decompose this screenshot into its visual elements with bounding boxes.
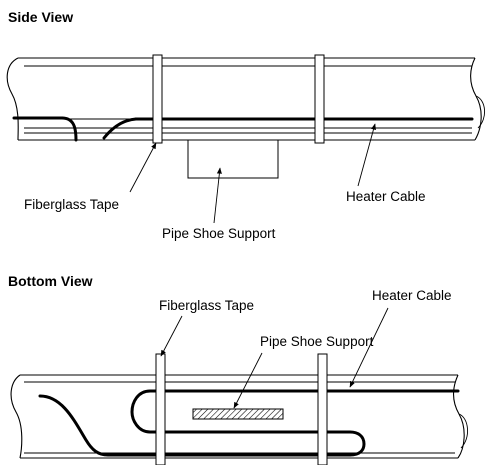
bottom-tape-leader [160, 315, 183, 357]
bottom-pipe-shoe-label: Pipe Shoe Support [260, 334, 374, 349]
bottom-pipe [10, 374, 468, 459]
bottom-heater-cable [38, 389, 460, 457]
side-pipe-shoe [187, 139, 279, 179]
bottom-heater-cable-label: Heater Cable [372, 288, 452, 303]
bottom-fiberglass-tape-label: Fiberglass Tape [159, 298, 254, 313]
bottom-shoe-leader [233, 352, 263, 409]
side-tape-leader [129, 142, 157, 193]
side-view: Side View [6, 9, 485, 241]
bottom-tape-band-left [155, 353, 166, 466]
side-tape-band-right [314, 54, 325, 144]
side-pipe [6, 57, 485, 141]
side-pipe-shoe-label: Pipe Shoe Support [162, 226, 276, 241]
side-cable-leader [357, 123, 376, 187]
bottom-view-heading: Bottom View [8, 273, 93, 289]
side-heater-cable [12, 116, 474, 142]
side-view-heading: Side View [8, 9, 73, 25]
bottom-tape-band-right [317, 353, 328, 466]
side-tape-band-left [152, 54, 163, 144]
bottom-cable-leader [349, 307, 389, 388]
side-fiberglass-tape-label: Fiberglass Tape [24, 197, 119, 212]
side-heater-cable-label: Heater Cable [346, 189, 426, 204]
bottom-view: Bottom View Fiberglass Tape Pipe Shoe S [8, 273, 468, 466]
bottom-pipe-shoe [192, 408, 284, 420]
side-shoe-leader [213, 167, 222, 224]
